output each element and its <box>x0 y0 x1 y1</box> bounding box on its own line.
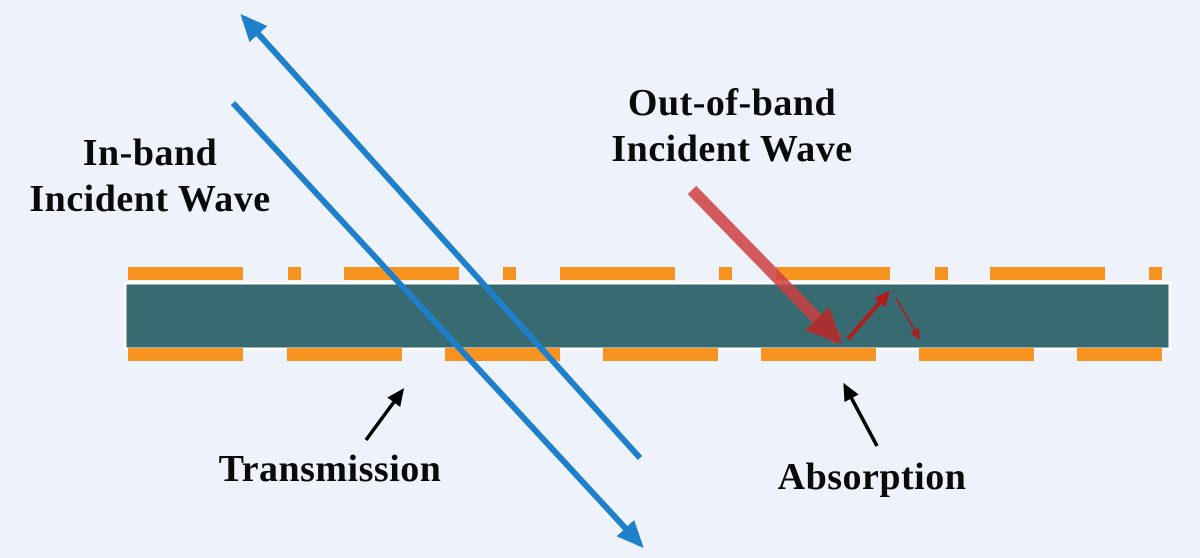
top-strip <box>935 267 948 280</box>
absorption-pointer-arrow <box>843 382 879 447</box>
out-of-band-label-line2: Incident Wave <box>611 128 853 170</box>
in-band-wave-up-arrow <box>240 13 643 461</box>
absorption-label: Absorption <box>777 456 967 498</box>
out-of-band-label-line1: Out-of-band <box>627 82 837 124</box>
in-band-label-line2: Incident Wave <box>29 178 271 220</box>
bottom-strip <box>445 348 560 361</box>
bottom-strip <box>128 348 243 361</box>
in-band-wave-down-arrow <box>230 100 644 548</box>
top-metal-pattern <box>128 267 1162 280</box>
bottom-strip <box>287 348 402 361</box>
substrate-slab <box>123 281 1172 351</box>
top-strip <box>128 267 243 280</box>
in-band-wave-label: In-band Incident Wave <box>0 130 300 222</box>
top-strip <box>288 267 301 280</box>
in-band-label-line1: In-band <box>82 132 218 174</box>
bottom-strip <box>761 348 876 361</box>
transmission-pointer-arrow <box>364 388 405 442</box>
top-strip <box>776 267 890 280</box>
out-of-band-wave-arrow <box>687 185 843 345</box>
transmission-label: Transmission <box>218 448 442 490</box>
top-strip <box>990 267 1105 280</box>
attenuated-wave-arrow <box>895 297 921 340</box>
bottom-strip <box>603 348 718 361</box>
bottom-strip <box>919 348 1034 361</box>
top-strip <box>344 267 459 280</box>
top-strip <box>560 267 675 280</box>
reflected-wave-arrow <box>846 290 891 341</box>
out-of-band-wave-label: Out-of-band Incident Wave <box>582 80 882 172</box>
bottom-strip <box>1077 348 1162 361</box>
top-strip <box>1149 267 1162 280</box>
top-strip <box>719 267 732 280</box>
bottom-metal-pattern <box>128 348 1162 361</box>
top-strip <box>503 267 516 280</box>
